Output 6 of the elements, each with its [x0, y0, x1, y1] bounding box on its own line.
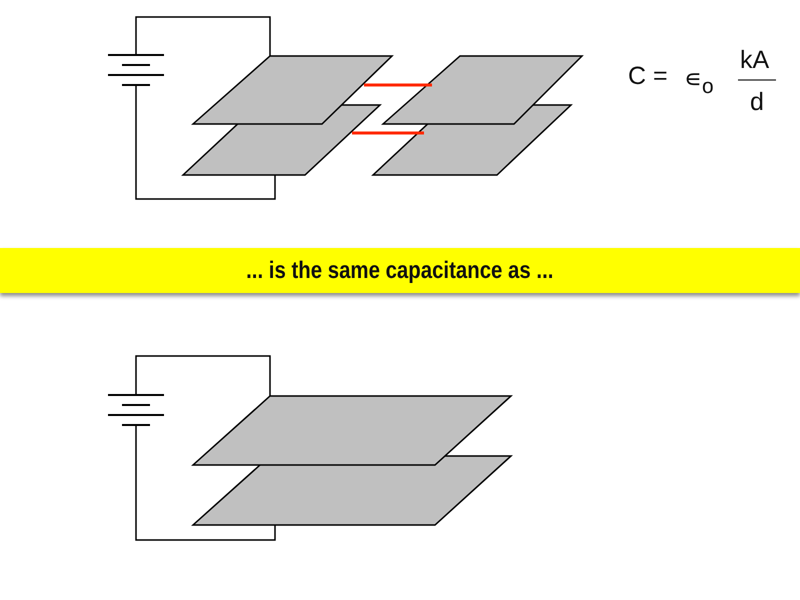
formula-text: C = [628, 64, 668, 89]
banner-text: ... is the same capacitance as ... [246, 256, 554, 284]
banner [0, 248, 800, 293]
formula-numerator: kA [740, 48, 770, 73]
formula-denominator: d [750, 90, 764, 115]
formula-symbol: ∊$_{o}$ [684, 67, 714, 98]
